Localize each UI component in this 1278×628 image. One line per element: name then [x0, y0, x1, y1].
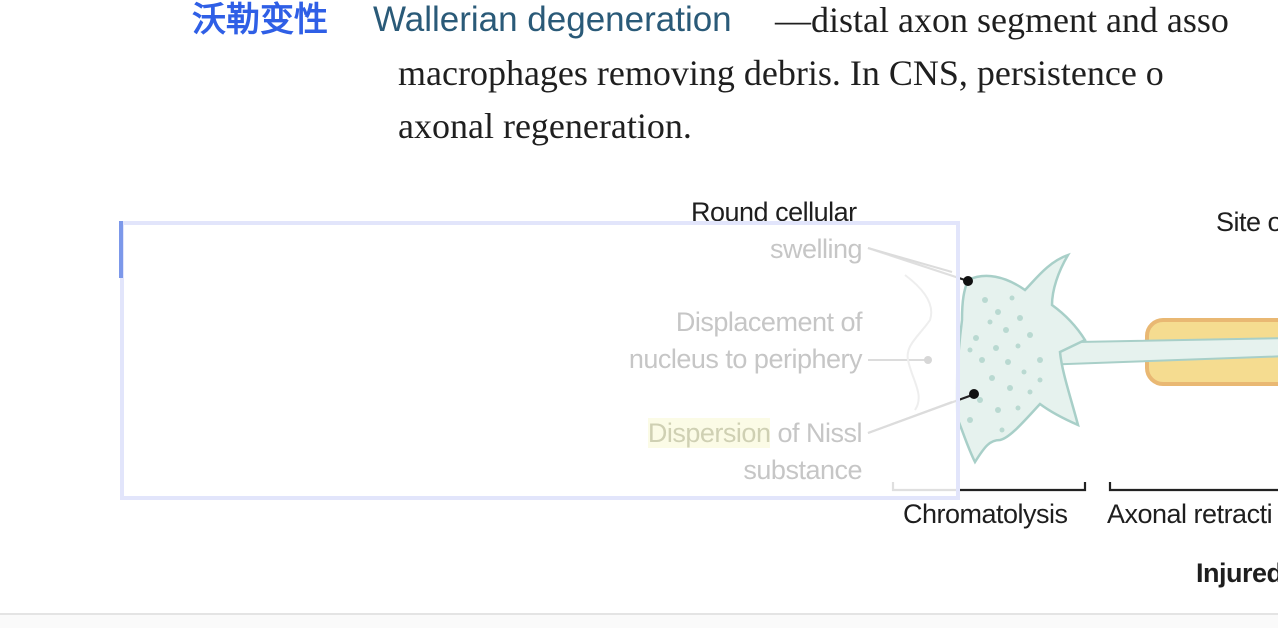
label-dispersion-highlight: Dispersion	[647, 418, 771, 448]
label-chromatolysis: Chromatolysis	[903, 499, 1068, 529]
definition-line-2: macrophages removing debris. In CNS, per…	[398, 53, 1164, 93]
label-swelling: swelling	[769, 234, 863, 264]
label-injured: Injured	[1196, 558, 1278, 588]
bracket-axonal-retraction	[1108, 482, 1278, 492]
bottom-divider	[0, 613, 1278, 615]
leader-dot-nissl	[969, 389, 979, 399]
nissl-substance	[967, 295, 1043, 433]
leader-dot-swelling	[963, 276, 973, 286]
label-site: Site o	[1216, 207, 1278, 237]
label-substance: substance	[743, 455, 862, 485]
selection-text-box[interactable]	[120, 221, 960, 500]
term-english: Wallerian degeneration	[373, 0, 732, 39]
text-caret	[119, 221, 123, 278]
definition-line-1: —distal axon segment and asso	[775, 0, 1229, 40]
bottom-area	[0, 615, 1278, 628]
label-displacement-2: nucleus to periphery	[628, 344, 863, 374]
label-axonal-retraction: Axonal retracti	[1107, 499, 1273, 529]
definition-line-3: axonal regeneration.	[398, 106, 692, 146]
term-chinese: 沃勒变性	[192, 0, 328, 40]
label-displacement-1: Displacement of	[675, 307, 863, 337]
label-dispersion: Dispersion of Nissl	[580, 416, 862, 450]
label-dispersion-rest: of Nissl	[770, 418, 862, 448]
